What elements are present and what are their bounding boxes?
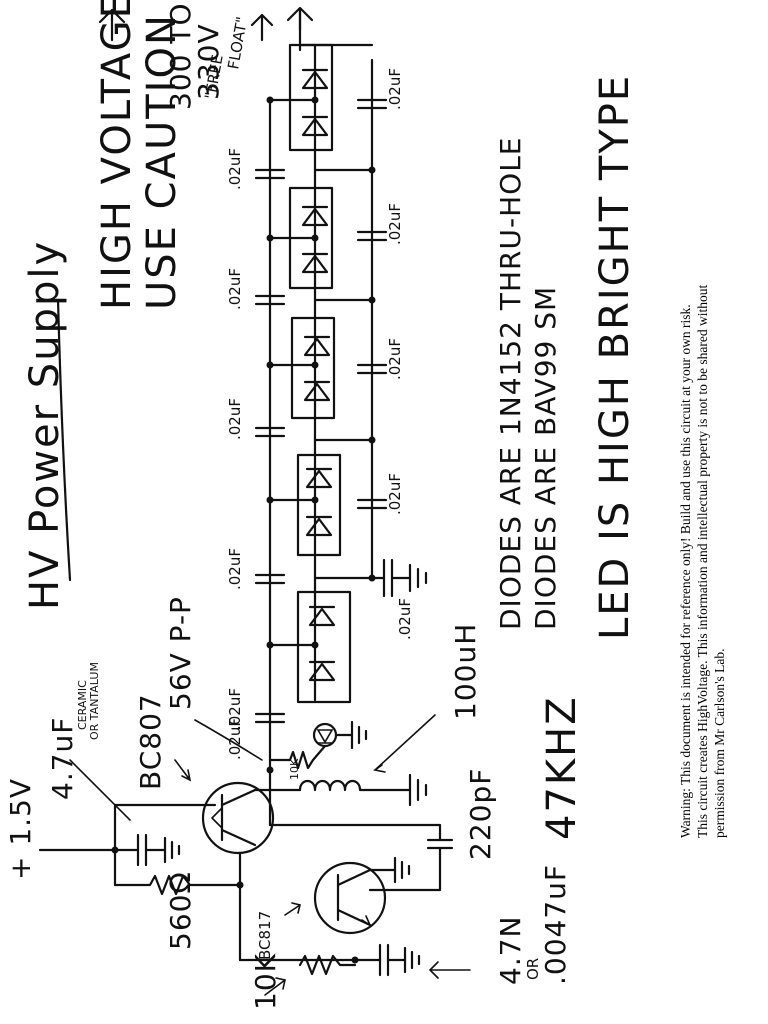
led-ground <box>334 720 368 750</box>
diode-4b <box>305 515 333 537</box>
q2-ground <box>393 856 411 884</box>
junction-dots <box>111 96 376 964</box>
r-base <box>113 874 242 896</box>
inductor-label: 100uH <box>449 623 482 720</box>
timing-capacitor <box>353 943 421 977</box>
ladder-cap-label-8: .02uF <box>386 338 404 380</box>
diode-package-1 <box>288 43 334 152</box>
r-led-label: 10K <box>288 758 301 780</box>
q2-arrow <box>361 915 372 928</box>
diode-package-3 <box>290 316 336 420</box>
inductor-ground <box>408 773 428 807</box>
ladder-cap-left-1 <box>254 168 286 180</box>
diode-5a <box>308 605 336 627</box>
q2-pointer <box>284 902 301 916</box>
feedback-return <box>368 846 442 892</box>
output-range-bottom: 330V <box>192 23 225 100</box>
waveform-label: 56V P-P <box>164 596 197 710</box>
diode-1b <box>301 115 329 137</box>
cap-input-value: 4.7uF <box>46 717 79 800</box>
inductor-pointer <box>373 714 436 773</box>
ladder-cap-label-9: .02uF <box>386 473 404 515</box>
ladder-cap-right-2 <box>356 230 388 242</box>
cap-input-note-bottom: OR TANTALUM <box>88 662 101 740</box>
warning-line-3: permission from Mr Carlson's Lab. <box>712 648 727 838</box>
inductor-100uh <box>298 779 412 792</box>
r-led <box>268 744 327 770</box>
note-diodes-thru-hole: DIODES ARE 1N4152 THRU-HOLE <box>494 137 527 631</box>
caution-arrow <box>98 8 126 42</box>
warning-line-2: This circuit creates HighVoltage. This i… <box>695 285 710 838</box>
ladder-cap-label-3: .02uF <box>226 398 244 440</box>
r-pot <box>298 954 357 976</box>
q1-pointer <box>174 759 192 782</box>
frequency-label: 47KHZ <box>539 695 585 840</box>
diode-2b <box>301 252 329 274</box>
q2-collector <box>336 868 372 887</box>
cap-input-note-top: CERAMIC <box>76 680 89 730</box>
r-pot-label: 10K <box>249 953 282 1010</box>
note-diodes-sm: DIODES ARE BAV99 SM <box>529 286 562 630</box>
ladder-cap-labels: .02uF .02uF .02uF .02uF .02uF .02uF .02u… <box>226 68 414 760</box>
input-capacitor <box>113 833 181 867</box>
diode-3b <box>303 380 331 402</box>
feedback-capacitor <box>426 838 454 850</box>
title-underline <box>56 298 72 582</box>
note-led: LED IS HIGH BRIGHT TYPE <box>592 74 638 640</box>
q2-transistor <box>313 861 387 935</box>
q1-arrow <box>211 807 223 829</box>
ladder-cap-label-5: .02uF <box>226 688 244 730</box>
output-arrow-left <box>250 13 274 42</box>
ladder-cap-label-4: .02uF <box>226 548 244 590</box>
diode-2a <box>301 205 329 227</box>
q1-transistor <box>201 781 275 855</box>
ladder-cap-label-2: .02uF <box>226 268 244 310</box>
c-timing-line-1: 4.7N <box>494 916 527 985</box>
schematic-title: HV Power Supply <box>22 240 68 610</box>
ladder-cap-right-4 <box>356 498 388 510</box>
warning-line-1: Warning: This document is intended for r… <box>678 304 693 838</box>
q1-emitter <box>220 788 257 807</box>
diode-1a <box>301 68 329 90</box>
ladder-ground-cap <box>370 558 428 598</box>
diode-3a <box>303 335 331 357</box>
ladder-cap-label-7: .02uF <box>386 203 404 245</box>
ladder-cap-left-2 <box>254 294 286 306</box>
ladder-cap-label-11: .02uF <box>226 718 244 760</box>
diode-5b <box>308 660 336 682</box>
c-timing-pointer <box>428 961 471 979</box>
caution-line-2: USE CAUTION <box>139 13 185 310</box>
r-pot-pointer <box>264 977 286 996</box>
feedback-wire <box>268 823 442 842</box>
waveform-pointer <box>194 719 263 761</box>
ladder-cap-label-1: .02uF <box>226 148 244 190</box>
q1-label: BC807 <box>134 693 167 790</box>
output-note-bottom: FLOAT" <box>224 15 251 70</box>
ladder-cap-left-5 <box>254 712 286 724</box>
ladder-cap-right-1 <box>356 98 388 110</box>
diode-package-5 <box>296 590 352 704</box>
caution-line-1: HIGH VOLTAGE <box>94 0 140 310</box>
c-timing-line-3: .0047uF <box>539 864 572 985</box>
ladder-cap-right-3 <box>356 363 388 375</box>
supply-label: + 1.5V <box>4 778 37 880</box>
ladder-cap-label-6: .02uF <box>386 68 404 110</box>
c-feedback-label: 220pF <box>464 768 497 860</box>
diode-4a <box>305 467 333 489</box>
q2-label: BC817 <box>256 911 274 960</box>
c-timing-line-2: OR <box>524 958 542 980</box>
cap-input-pointer <box>69 759 131 821</box>
diode-package-4 <box>296 453 342 557</box>
ladder-cap-left-4 <box>254 573 286 585</box>
output-range-top: 300 TO <box>164 3 197 111</box>
q1-collector <box>220 828 257 847</box>
led-symbol <box>316 729 334 744</box>
ladder-cap-left-3 <box>254 426 286 438</box>
ladder-cap-label-10: .02uF <box>396 598 414 640</box>
